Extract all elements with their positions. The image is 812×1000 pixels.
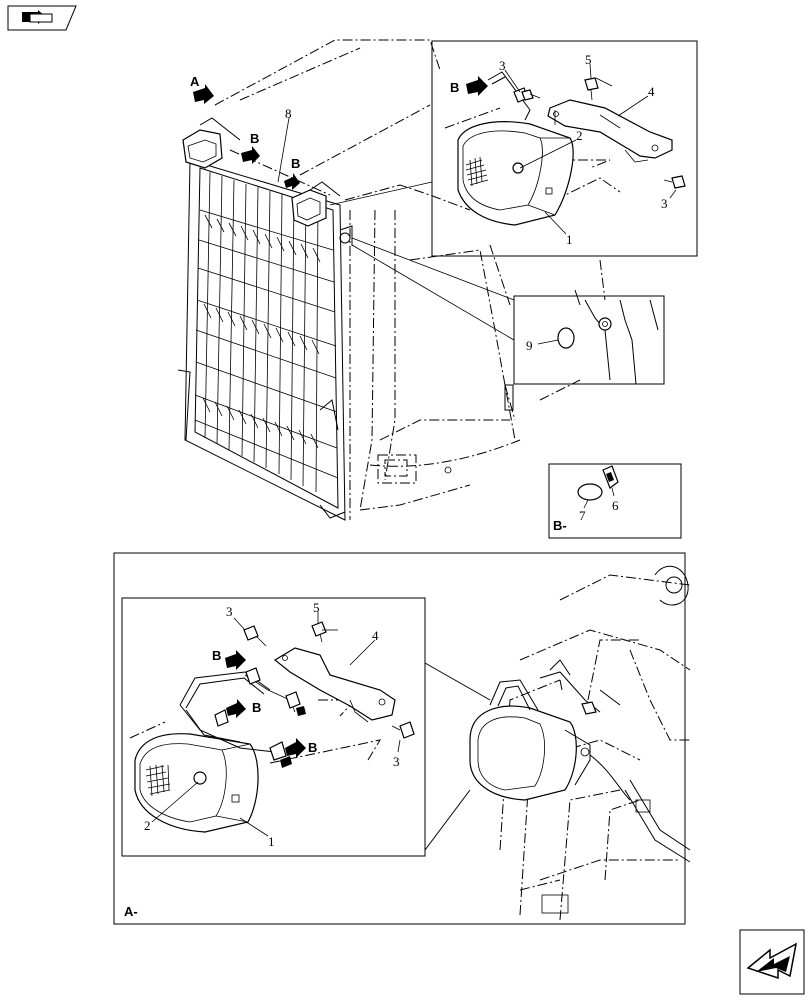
- lamp-left-main: [182, 117, 241, 169]
- lamp-right-main: [291, 181, 341, 227]
- callout-2-top: 2: [576, 128, 583, 143]
- inset-b-letter: B: [450, 80, 459, 95]
- next-page-arrow-icon[interactable]: [739, 929, 805, 995]
- detail-a-b-arrow-1: [225, 650, 246, 670]
- callout-2-bottom: 2: [144, 818, 151, 833]
- detail-a-b-letter-1: B: [212, 648, 221, 663]
- front-grille-bars: [194, 171, 339, 493]
- callout-7: 7: [579, 508, 586, 523]
- view-b-arrow-2: [284, 173, 300, 190]
- detail-b-caption: B-: [553, 518, 567, 533]
- callout-3-bottom-a: 3: [226, 604, 233, 619]
- callout-4-bottom: 4: [372, 628, 379, 643]
- callout-1-top: 1: [566, 232, 573, 247]
- mount-bracket-4-bottom: [273, 647, 396, 723]
- callout-6: 6: [612, 498, 619, 513]
- book-tab-icon[interactable]: [7, 5, 77, 31]
- inset-top-lamp: B 3 5 4 2 3 1: [431, 40, 698, 257]
- inner-exploded-box: B B B 3 5 4 3 2 1: [121, 597, 426, 857]
- bolt-3-top-a: [521, 89, 541, 101]
- detail-a-box: B B B 3 5 4 3 2 1 A-: [113, 552, 691, 925]
- callout-5-bottom: 5: [313, 600, 320, 615]
- callout-3-top-a: 3: [499, 58, 506, 73]
- bolt-3-top-b: [663, 175, 686, 189]
- view-b-letter-1: B: [250, 131, 259, 146]
- bolt-3-bottom-b: [391, 721, 415, 739]
- view-b-arrow-1: [241, 146, 260, 164]
- bolt-5-top: [584, 77, 599, 101]
- callout-3-bottom-b: 3: [393, 754, 400, 769]
- lamp-assembled-detail-a: [469, 671, 631, 801]
- detail-a-b-letter-2: B: [252, 700, 261, 715]
- detail-a-b-arrow-2: [226, 699, 246, 718]
- work-lamp-1-top: [457, 121, 574, 226]
- detail-a-caption: A-: [124, 904, 138, 919]
- detail-a-b-letter-3: B: [308, 740, 317, 755]
- mount-bracket-4-top: [547, 99, 673, 163]
- inset-b-arrow: [466, 76, 488, 96]
- callout-8: 8: [285, 106, 292, 121]
- inset-clip-9: 9: [513, 289, 665, 385]
- callout-1-bottom: 1: [268, 834, 275, 849]
- callout-5-top: 5: [585, 52, 592, 67]
- detail-a-b-arrow-3: [285, 738, 306, 758]
- bolt-3-bottom-a: [243, 625, 267, 647]
- cab-main-view: A B B 8: [177, 39, 606, 521]
- view-a-arrow: [193, 84, 214, 104]
- bolt-5-bottom: [311, 621, 327, 643]
- view-b-letter-2: B: [291, 156, 300, 171]
- detail-b-box: 7 6 B-: [548, 463, 682, 539]
- view-a-letter: A: [190, 74, 200, 89]
- callout-3-top-b: 3: [661, 196, 668, 211]
- lamp-handle-bottom: [179, 667, 306, 768]
- callout-4-top: 4: [648, 84, 655, 99]
- callout-9: 9: [526, 338, 533, 353]
